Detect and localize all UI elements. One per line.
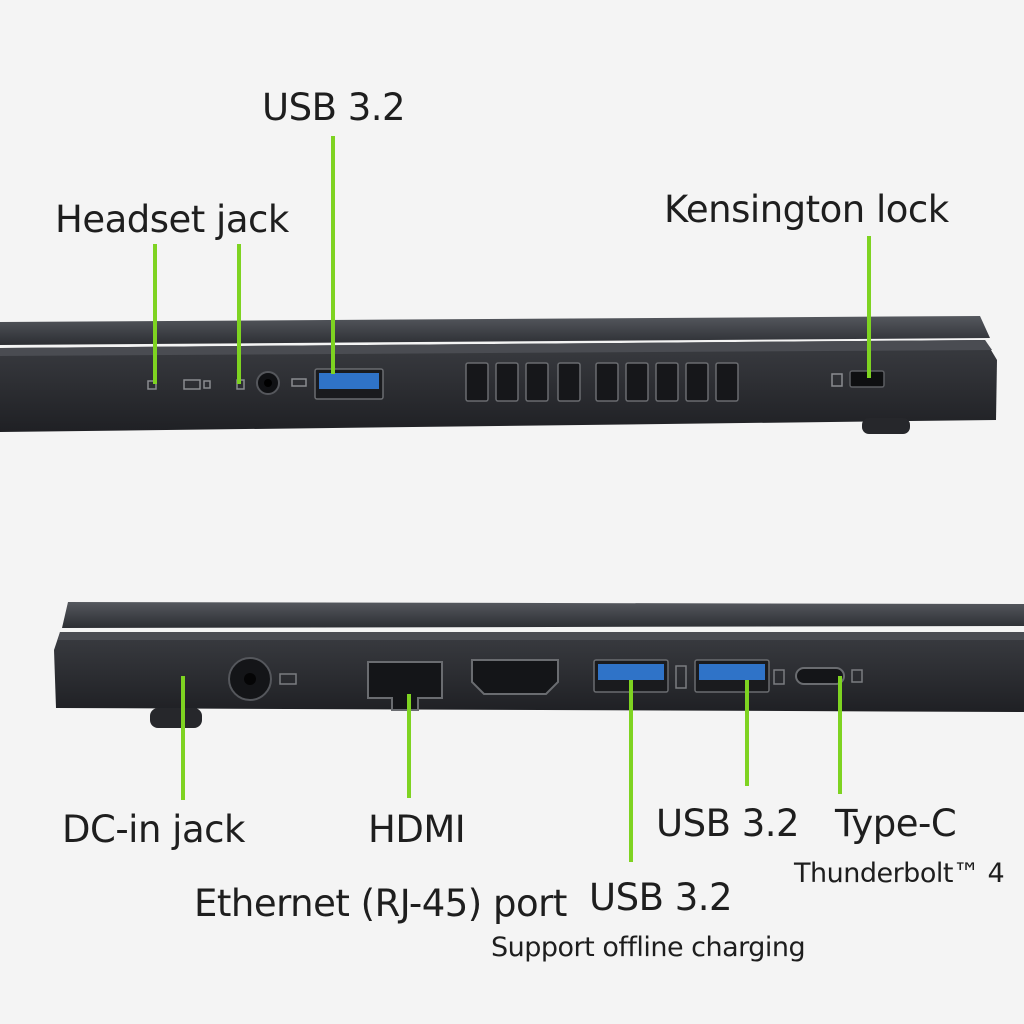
- leader-line-headset-led: [153, 244, 157, 384]
- label-ethernet-port: Ethernet (RJ-45) port: [194, 882, 567, 925]
- label-dc-in-jack: DC-in jack: [62, 808, 245, 851]
- vent-slot: [715, 362, 739, 402]
- vent-slot: [625, 362, 649, 402]
- leader-line-kensington: [867, 236, 871, 378]
- vent-slot: [595, 362, 619, 402]
- rubber-foot: [862, 418, 910, 434]
- vent-slot: [465, 362, 489, 402]
- leader-line-usb-left: [331, 136, 335, 374]
- label-usb-right-2: USB 3.2: [656, 802, 800, 845]
- vent-grille: [465, 362, 739, 402]
- label-headset-jack: Headset jack: [55, 198, 289, 241]
- vent-slot: [655, 362, 679, 402]
- type-c-port: [795, 667, 845, 685]
- leader-line-usb-right-1: [629, 680, 633, 862]
- label-type-c: Type-C: [835, 802, 957, 845]
- leader-line-ethernet: [407, 694, 411, 798]
- laptop-left-side-view: [0, 316, 997, 434]
- vent-slot: [525, 362, 549, 402]
- ethernet-port: [367, 661, 443, 711]
- label-hdmi: HDMI: [368, 808, 466, 851]
- label-offline-charging: Support offline charging: [491, 932, 806, 963]
- lid: [0, 316, 990, 345]
- label-thunderbolt: Thunderbolt™ 4: [794, 858, 1005, 889]
- label-usb-right-1: USB 3.2: [589, 876, 733, 919]
- label-kensington-lock: Kensington lock: [664, 188, 949, 231]
- leader-line-type-c: [838, 676, 842, 794]
- hdmi-port: [471, 659, 559, 695]
- lid: [62, 602, 1024, 628]
- leader-line-dc-in: [181, 676, 185, 800]
- vent-slot: [557, 362, 581, 402]
- leader-line-headset-jack: [237, 244, 241, 384]
- rubber-foot: [150, 708, 202, 728]
- vent-slot: [495, 362, 519, 402]
- vent-slot: [685, 362, 709, 402]
- leader-line-usb-right-2: [745, 680, 749, 786]
- laptop-right-side-view: [54, 602, 1024, 728]
- label-usb-left: USB 3.2: [262, 86, 406, 129]
